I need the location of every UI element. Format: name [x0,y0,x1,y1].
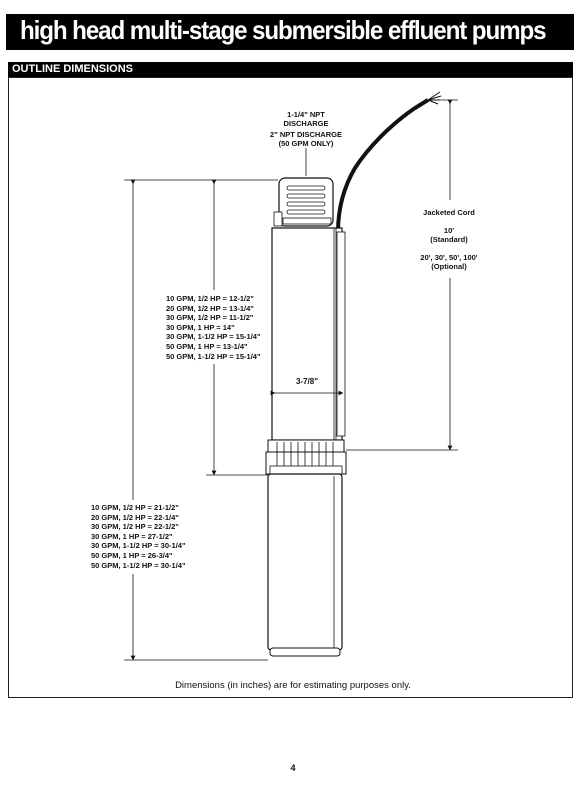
dimension-item: 30 GPM, 1-1/2 HP = 30-1/4" [91,541,186,551]
dimension-item: 50 GPM, 1-1/2 HP = 15-1/4" [166,351,261,361]
dimension-item: 30 GPM, 1/2 HP = 11-1/2" [166,313,254,323]
dimension-item: 20 GPM, 1/2 HP = 13-1/4" [166,303,254,313]
dimension-item: 20 GPM, 1/2 HP = 22-1/4" [91,512,179,522]
cord-standard-label: (Standard) [430,235,468,244]
discharge-head [273,177,334,227]
motor-section-dims-list: 10 GPM, 1/2 HP = 12-1/2" 20 GPM, 1/2 HP … [166,294,261,361]
cord-dimension-line [346,99,458,451]
pump-section [271,227,346,441]
cord-standard-length: 10' [443,226,455,235]
discharge-label-line3: 2" NPT DISCHARGE [270,130,342,139]
section-header-bar: OUTLINE DIMENSIONS [8,62,573,77]
dimension-item: 30 GPM, 1 HP = 27-1/2" [91,531,173,541]
cord-optional-label: (Optional) [431,262,467,271]
dimension-item: 30 GPM, 1 HP = 14" [166,322,235,332]
motor-section [267,473,343,657]
page-title: high head multi-stage submersible efflue… [20,15,547,45]
dimension-item: 10 GPM, 1/2 HP = 12-1/2" [166,294,254,303]
section-title: OUTLINE DIMENSIONS [12,63,134,75]
discharge-label-line1: 1-1/4" NPT [287,110,325,119]
cord-optional-lengths: 20', 30', 50', 100' [420,253,478,262]
dimension-item: 50 GPM, 1-1/2 HP = 30-1/4" [91,560,186,570]
diameter-label: 3-7/8" [295,377,319,386]
overall-dims-list: 10 GPM, 1/2 HP = 21-1/2" 20 GPM, 1/2 HP … [91,503,186,570]
estimate-footnote: Dimensions (in inches) are for estimatin… [175,680,411,691]
dimension-item: 10 GPM, 1/2 HP = 21-1/2" [91,503,179,512]
dimension-item: 30 GPM, 1-1/2 HP = 15-1/4" [166,332,261,342]
dimension-item: 50 GPM, 1 HP = 26-3/4" [91,550,173,560]
intake-screen [265,439,347,475]
page-header-bar: high head multi-stage submersible efflue… [6,14,574,50]
discharge-label-line4: (50 GPM ONLY) [278,139,334,148]
overall-dimension-line [124,179,268,661]
discharge-label-line2: DISCHARGE [283,119,329,128]
diagram-frame [8,77,573,698]
page-number: 4 [290,763,296,773]
cord-title: Jacketed Cord [423,208,475,217]
dimension-item: 50 GPM, 1 HP = 13-1/4" [166,341,248,351]
pump-section-dimension-line [206,179,278,476]
dimension-item: 30 GPM, 1/2 HP = 22-1/2" [91,522,179,532]
